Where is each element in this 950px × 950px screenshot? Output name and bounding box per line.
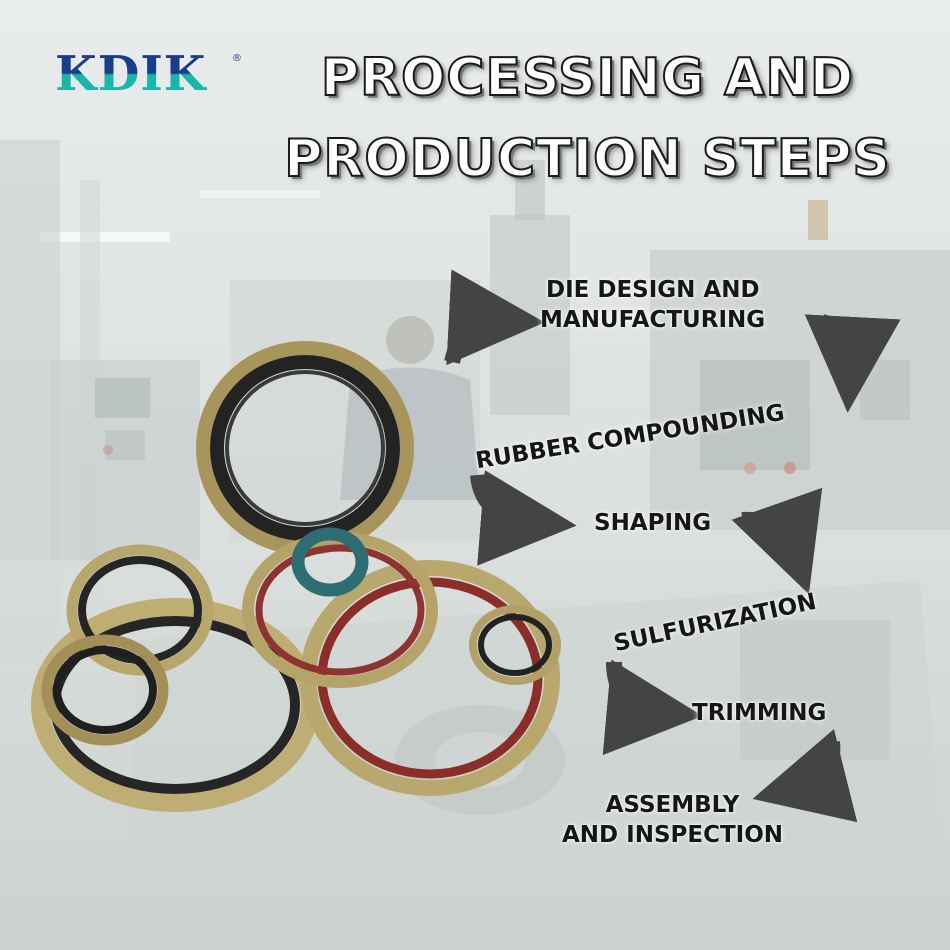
page-title-line-1: PROCESSING AND <box>320 48 855 108</box>
step-die-design: DIE DESIGN AND MANUFACTURING <box>540 275 765 336</box>
step-trimming: TRIMMING <box>692 698 826 728</box>
seal-teal <box>291 527 369 597</box>
page-title-line-2: PRODUCTION STEPS <box>283 129 891 189</box>
step-die-design-line-2: MANUFACTURING <box>540 307 766 334</box>
seal-small-right <box>469 605 561 685</box>
step-die-design-line-1: DIE DESIGN AND <box>546 277 760 303</box>
curved-arrow-icon <box>804 314 901 413</box>
curved-arrow-icon <box>752 728 858 823</box>
step-assembly-inspection: ASSEMBLY AND INSPECTION <box>562 790 783 851</box>
curved-arrow-icon <box>470 470 577 566</box>
brand-logo: KDIK <box>55 46 207 102</box>
seal-small-front <box>41 634 169 746</box>
curved-arrow-icon <box>444 269 545 366</box>
step-trimming-label: TRIMMING <box>692 700 827 726</box>
registered-mark: ® <box>232 53 242 64</box>
step-assembly-line-2: AND INSPECTION <box>562 822 784 849</box>
step-assembly-line-1: ASSEMBLY <box>605 792 740 818</box>
step-shaping-label: SHAPING <box>594 510 712 536</box>
curved-arrow-icon <box>602 659 703 756</box>
curved-arrow-icon <box>731 487 823 595</box>
step-shaping: SHAPING <box>594 508 711 538</box>
